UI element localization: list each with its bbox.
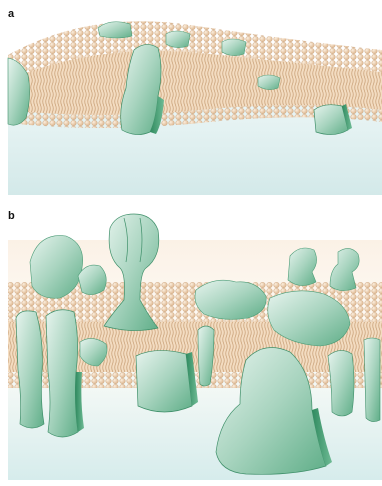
- panel-b-transmembrane-protein-middle: [136, 350, 192, 412]
- panel-b-transmembrane-protein-right: [328, 350, 354, 416]
- panel-a-protein-small: [258, 75, 280, 90]
- panel-a: [8, 21, 382, 195]
- panel-b-protein-cluster-middle: [195, 280, 266, 319]
- panel-b-transmembrane-protein-right-edge: [364, 338, 380, 422]
- panel-b: [8, 214, 382, 480]
- panel-b-label: b: [8, 210, 15, 222]
- panel-b-peripheral-protein-right-1: [288, 248, 317, 286]
- panel-b-transmembrane-protein-left-2: [46, 310, 78, 437]
- panel-a-label: a: [8, 8, 14, 20]
- panel-a-protein-top-2: [166, 31, 190, 48]
- panel-a-protein-top-3: [222, 39, 246, 56]
